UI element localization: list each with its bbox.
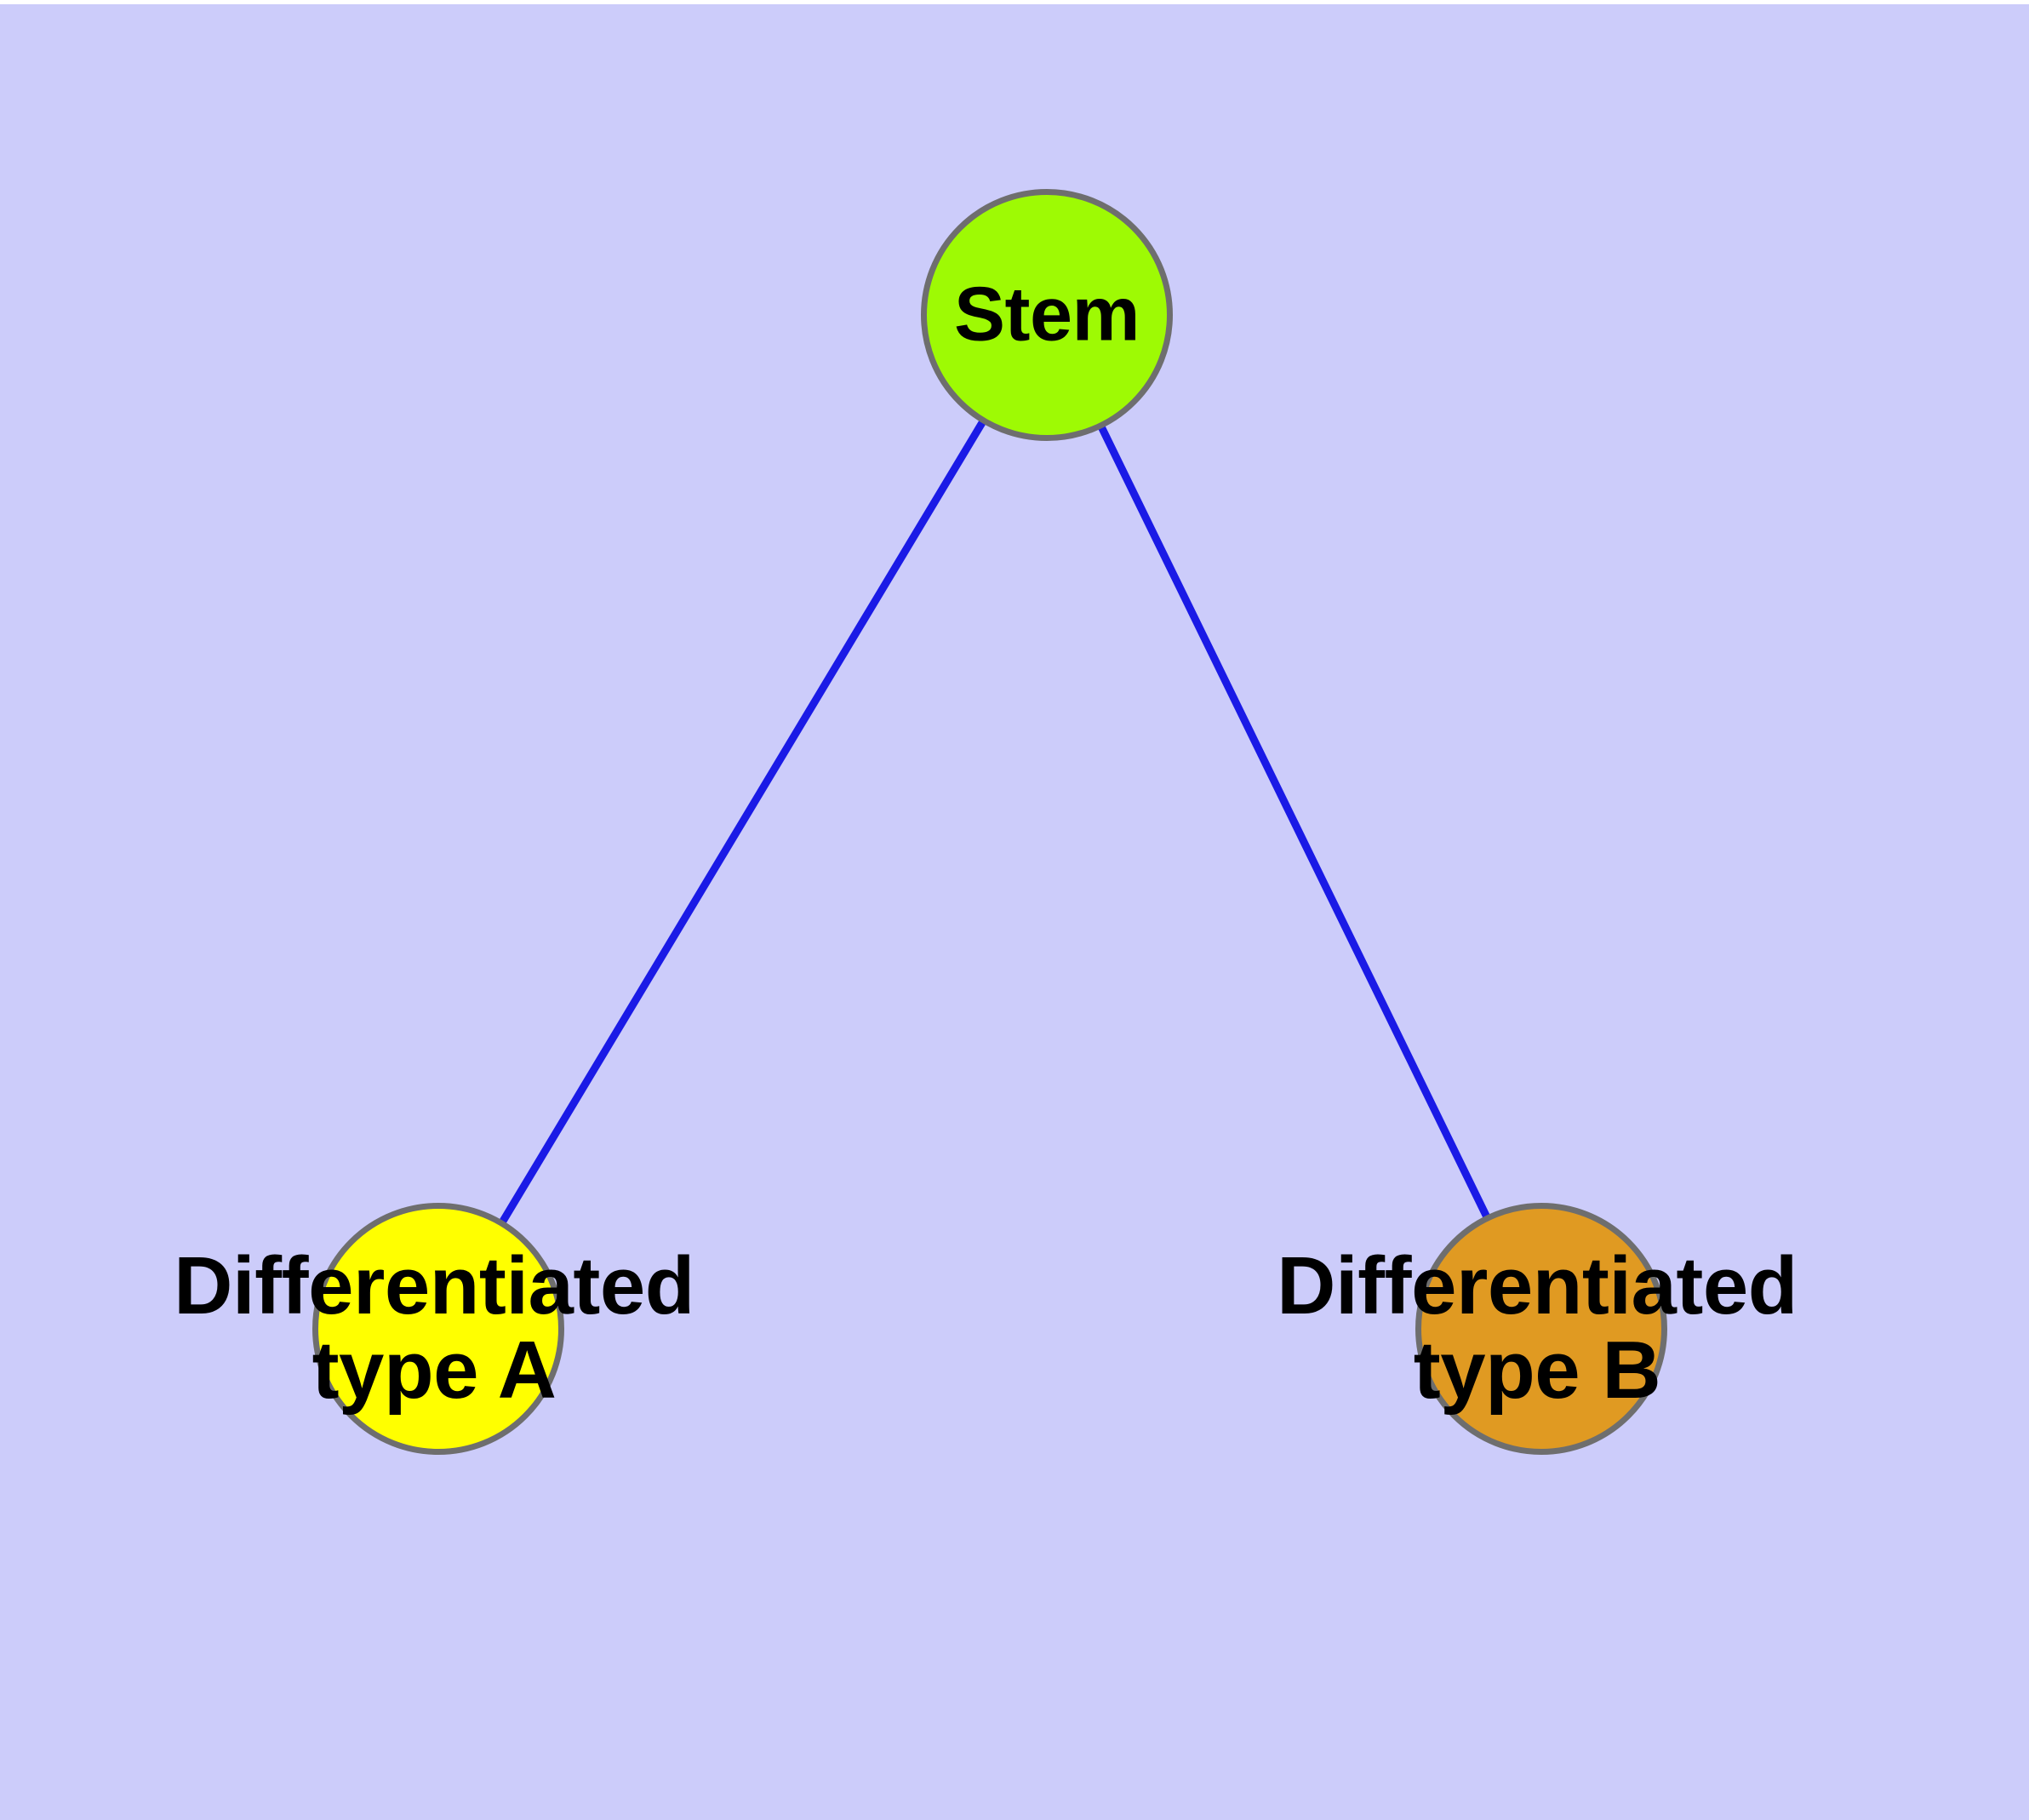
label-line-1: Differentiated: [174, 1240, 694, 1332]
node-differentiated-type-b[interactable]: [1415, 1203, 1667, 1455]
node-differentiated-type-a[interactable]: [312, 1203, 564, 1455]
edge-stem-to-differentiated-type-a: [434, 311, 1051, 1333]
node-stem[interactable]: [921, 189, 1173, 441]
node-stem-label: Stem: [953, 272, 1140, 358]
label-line-1: Differentiated: [1277, 1240, 1798, 1332]
label-line-2: type B: [1413, 1325, 1661, 1416]
label-line-2: type A: [311, 1325, 557, 1416]
edge-stem-to-differentiated-type-b: [1043, 311, 1546, 1333]
